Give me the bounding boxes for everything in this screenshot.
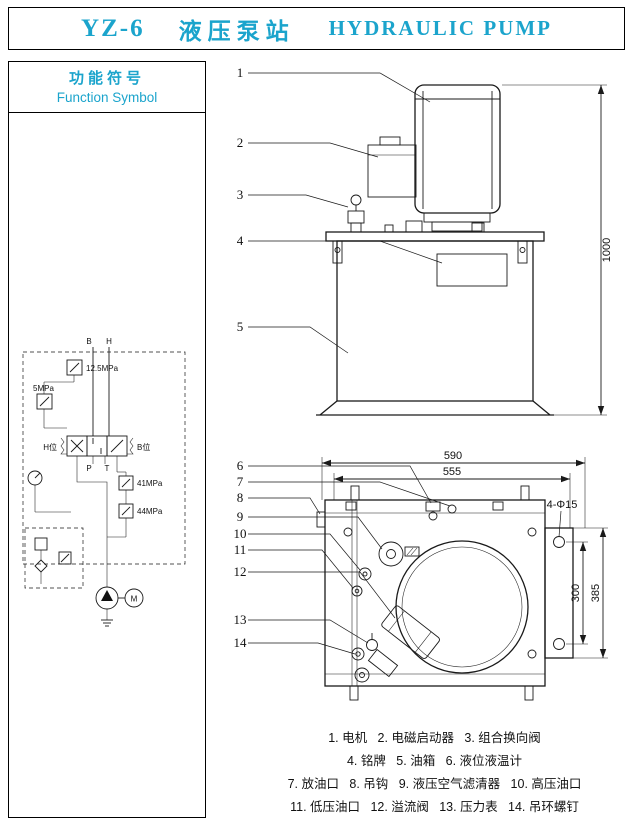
width-dimension-555: 555: [333, 466, 571, 528]
manhole-circle: [395, 540, 529, 674]
mounting-hole-top: [553, 536, 565, 548]
function-symbol-panel: 功能符号 Function Symbol B H 12.5MPa: [8, 61, 206, 818]
pressure-gauge-symbol: [27, 470, 71, 513]
legend-line-3: 7. 放油口 8. 吊钩 9. 液压空气滤清器 10. 高压油口: [287, 777, 582, 791]
model-number: YZ-6: [81, 14, 145, 42]
dim-555-label: 555: [443, 466, 461, 478]
dim-300-label: 300: [570, 584, 582, 602]
schematic-ports: B H: [86, 337, 112, 436]
pressure-gauge-top: [366, 633, 378, 651]
oil-tank: [336, 240, 534, 402]
low-pressure-port: [351, 585, 363, 597]
parts-legend: 1. 电机 2. 电磁启动器 3. 组合换向阀 4. 铭牌 5. 油箱 6. 液…: [236, 727, 633, 819]
panel-title-cn: 功能符号: [68, 70, 145, 87]
nameplate: [436, 253, 508, 287]
relief-valve-44: 44MPa: [107, 490, 163, 538]
height-dimension-300: 300: [566, 541, 588, 645]
callout-8: 8: [237, 490, 244, 505]
callout-14: 14: [234, 635, 248, 650]
air-breather: [378, 541, 420, 567]
callout-10: 10: [234, 526, 247, 541]
combination-valve: [347, 194, 365, 233]
title-english: HYDRAULIC PUMP: [328, 16, 552, 40]
legend-line-1: 1. 电机 2. 电磁启动器 3. 组合换向阀: [328, 731, 541, 745]
level-temperature-gauge: [425, 501, 441, 521]
dim-385-label: 385: [590, 584, 602, 602]
mounting-flange: [544, 527, 574, 659]
eye-bolts: [343, 527, 537, 661]
callout-9: 9: [237, 509, 244, 524]
check-valve-block: [24, 527, 84, 589]
pump-motor-group: M: [76, 456, 144, 627]
height-dimension-385: 385: [573, 527, 608, 659]
callout-13: 13: [234, 612, 247, 627]
relief-valve-top: [354, 605, 440, 683]
title-bar: YZ-6 液压泵站 HYDRAULIC PUMP: [8, 7, 625, 50]
motor-flange: [423, 212, 491, 232]
top-plate-fittings: [384, 220, 485, 233]
holes-label: 4-Φ15: [547, 499, 578, 511]
hydraulic-circuit-schematic: B H 12.5MPa 5MPa: [22, 337, 186, 627]
pressure-label-3: 41MPa: [137, 479, 163, 488]
width-dimension-590: 590: [321, 450, 586, 528]
motor: [414, 84, 501, 214]
technical-drawing: 1000 1 2 3 4 5 590: [234, 65, 613, 701]
pump-symbol: [101, 590, 113, 601]
front-view-callouts: 1 2 3 4 5: [237, 65, 443, 354]
callout-3: 3: [237, 187, 244, 202]
top-view-callouts: 6 7 8 9 10 11 12 13 14: [234, 458, 451, 655]
relief-valve-41: 41MPa: [116, 456, 163, 491]
motor-symbol: [124, 588, 144, 608]
drain-port: [345, 501, 504, 514]
directional-valve: H位 B位 P T: [43, 435, 150, 473]
front-view: 1000 1 2 3 4 5: [237, 65, 613, 416]
schematic-boundary: [22, 351, 186, 565]
relief-valve-5: 5MPa: [33, 382, 67, 429]
pressure-label-1: 12.5MPa: [86, 364, 119, 373]
dim-590-label: 590: [444, 450, 462, 462]
relief-valve-12-5: 12.5MPa: [44, 359, 119, 383]
top-view: 590 555: [234, 450, 608, 701]
mounting-hole-bottom: [553, 638, 565, 650]
callout-12: 12: [234, 564, 247, 579]
motor-label: M: [131, 595, 138, 604]
position-h-label: H位: [43, 442, 57, 452]
callout-7: 7: [237, 474, 244, 489]
legend-line-4: 11. 低压油口 12. 溢流阀 13. 压力表 14. 吊环螺钉: [290, 800, 579, 814]
panel-title-en: Function Symbol: [56, 90, 158, 105]
callout-11: 11: [234, 542, 247, 557]
callout-4: 4: [237, 233, 244, 248]
title-chinese: 液压泵站: [178, 17, 295, 44]
height-dimension: 1000: [502, 84, 613, 416]
legend-line-2: 4. 铭牌 5. 油箱 6. 液位液温计: [346, 754, 523, 768]
port-p-label: P: [86, 464, 91, 473]
holes-callout: 4-Φ15: [547, 499, 578, 538]
pressure-label-2: 5MPa: [33, 384, 54, 393]
tank-top-plate: [325, 231, 545, 242]
high-pressure-port: [358, 567, 372, 581]
function-symbol-header: 功能符号 Function Symbol: [9, 62, 205, 113]
port-b-label: B: [86, 337, 91, 346]
tank-base: [316, 400, 554, 416]
lifting-hook-right: [517, 240, 528, 264]
position-b-label: B位: [137, 442, 150, 452]
callout-1: 1: [237, 65, 244, 80]
top-hook-tabs: [316, 485, 534, 701]
callout-5: 5: [237, 319, 244, 334]
terminal-box: [367, 136, 417, 198]
pressure-label-4: 44MPa: [137, 507, 163, 516]
callout-2: 2: [237, 135, 244, 150]
callout-6: 6: [237, 458, 244, 473]
port-h-label: H: [106, 337, 112, 346]
dim-1000-label: 1000: [601, 238, 613, 262]
port-t-label: T: [105, 464, 110, 473]
